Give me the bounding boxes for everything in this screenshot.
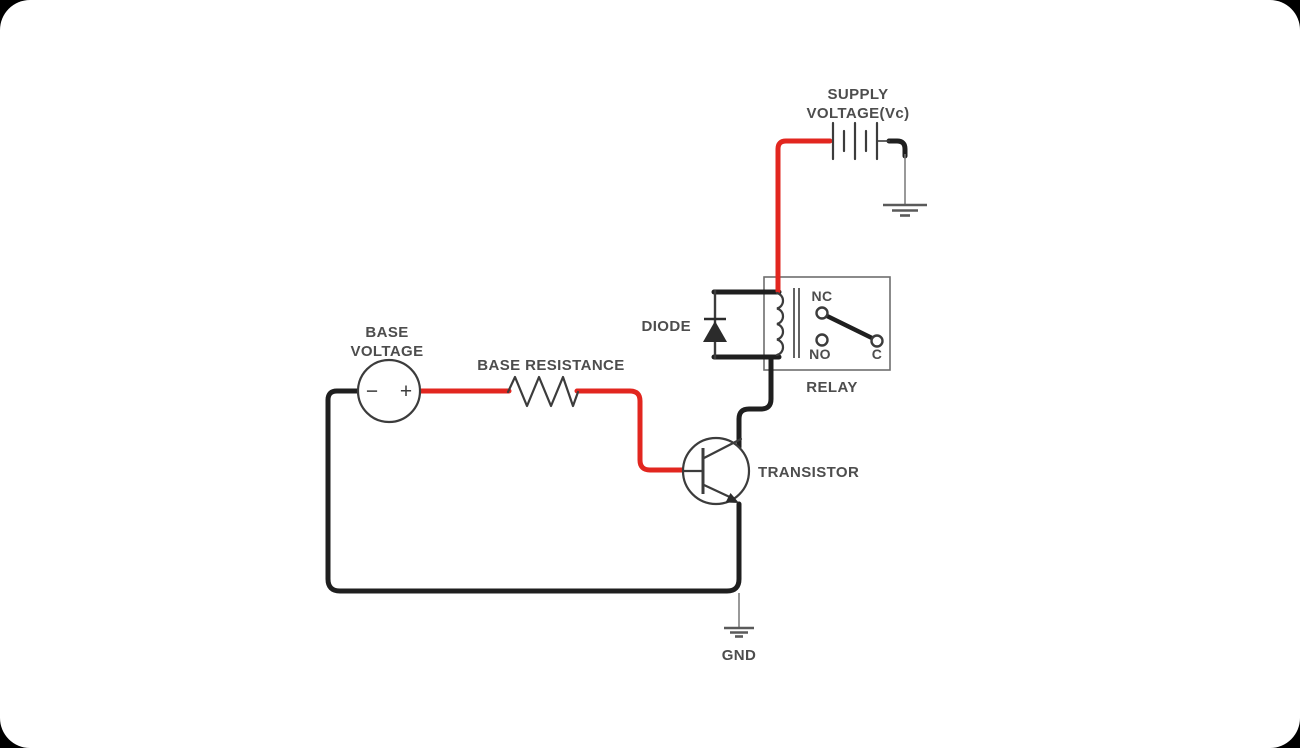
gnd-label: GND (722, 647, 757, 664)
supply-voltage-label-line2: VOLTAGE(Vc) (806, 105, 909, 122)
relay-box (763, 276, 891, 371)
gnd-ground-symbol (724, 593, 754, 638)
relay-c-label: C (872, 346, 883, 362)
supply-ground-symbol (883, 154, 927, 217)
relay-no-label: NO (809, 346, 831, 362)
supply-voltage-label-line1: SUPPLY (827, 86, 888, 103)
emitter-return-wire (325, 388, 742, 594)
supply-negative-wire (886, 138, 908, 159)
diode-symbol (703, 290, 727, 359)
coil-to-collector-wire (736, 354, 774, 450)
relay-switch-arm (822, 312, 877, 342)
battery-symbol (831, 121, 890, 161)
relay-label: RELAY (806, 379, 857, 396)
resistor-symbol (506, 375, 580, 408)
relay-coil-symbol (775, 288, 800, 358)
source-plus-sign: + (400, 380, 412, 403)
relay-contact-no (815, 333, 829, 347)
supply-to-coil-wire (775, 138, 833, 294)
source-circle (356, 358, 422, 424)
base-voltage-source-symbol: − + (356, 358, 422, 424)
source-minus-sign: − (366, 380, 378, 403)
coil-windings (775, 291, 785, 357)
relay-contact-nc (815, 306, 829, 320)
relay-contact-c (870, 334, 884, 348)
transistor-collector-lead (702, 437, 743, 460)
transistor-emitter-arrow (725, 493, 739, 503)
base-voltage-label-line1: BASE (365, 324, 408, 341)
relay-nc-label: NC (811, 288, 832, 304)
transistor-label: TRANSISTOR (758, 464, 859, 481)
transistor-symbol (681, 436, 751, 506)
base-voltage-label-line2: VOLTAGE (350, 343, 423, 360)
diode-anode-triangle (703, 321, 727, 342)
diode-label: DIODE (641, 318, 691, 335)
base-resistance-label: BASE RESISTANCE (477, 357, 624, 374)
resistor-to-base-wire (574, 388, 686, 473)
